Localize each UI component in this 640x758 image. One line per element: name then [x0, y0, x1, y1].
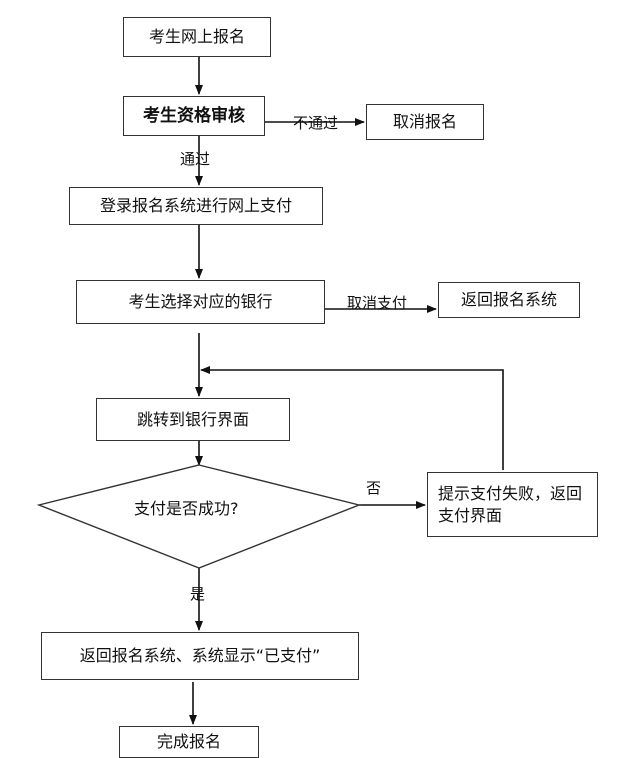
edge-label-not-pass: 不通过 — [293, 114, 339, 132]
arrow-fail-loop-back — [200, 366, 504, 470]
node-return-system: 返回报名系统 — [438, 282, 580, 318]
node-show-paid: 返回报名系统、系统显示“已支付” — [41, 632, 359, 680]
edge-label-cancel-pay: 取消支付 — [347, 294, 408, 312]
node-complete: 完成报名 — [119, 726, 259, 758]
edge-label-yes: 是 — [190, 585, 206, 603]
node-choose-bank: 考生选择对应的银行 — [76, 280, 325, 324]
edge-label-no: 否 — [366, 479, 382, 497]
node-review: 考生资格审核 — [123, 96, 265, 136]
node-jump-bank: 跳转到银行界面 — [96, 398, 290, 441]
node-cancel-signup: 取消报名 — [366, 104, 484, 140]
node-login-pay: 登录报名系统进行网上支付 — [69, 187, 323, 225]
node-decision-text: 支付是否成功? — [134, 499, 239, 518]
node-pay-fail: 提示支付失败，返回支付界面 — [427, 472, 598, 537]
node-signup: 考生网上报名 — [123, 17, 271, 57]
decision-diamond — [36, 464, 362, 569]
edge-label-pass: 通过 — [180, 150, 211, 168]
